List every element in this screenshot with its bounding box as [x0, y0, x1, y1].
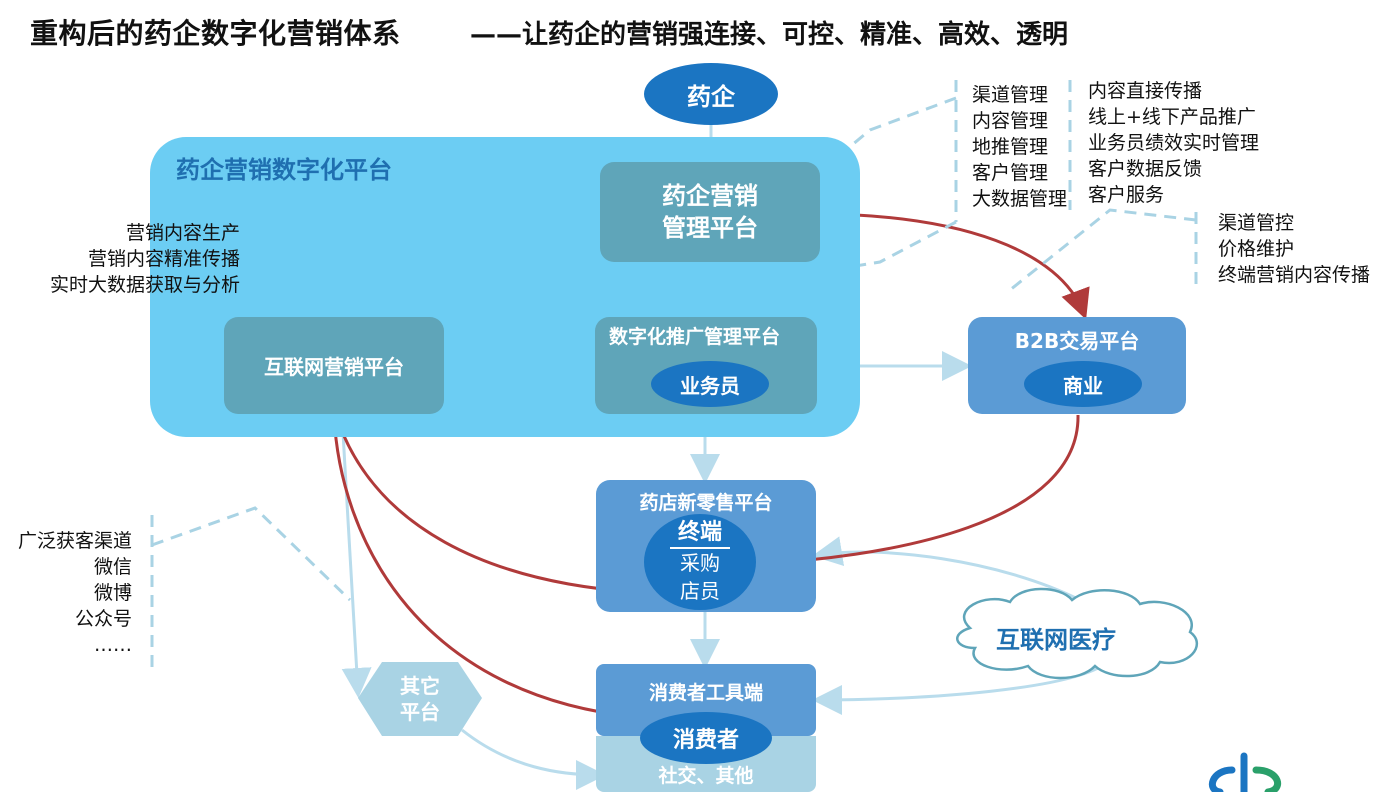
management-function-list: 内容直接传播 线上+线下产品推广 业务员绩效实时管理 客户数据反馈 客户服务: [1088, 78, 1259, 208]
channel-note-item: 广泛获客渠道: [17, 530, 132, 552]
channel-notes-list: 广泛获客渠道 微信 微博 公众号 ……: [0, 528, 132, 658]
edge-internet-consumer: [332, 414, 653, 732]
node-pharma-label: 药企: [687, 82, 735, 111]
node-digital-promo-label: 数字化推广管理平台: [609, 326, 781, 348]
management-item: 客户管理: [972, 162, 1049, 184]
channel-note-item: ……: [94, 634, 132, 656]
management-function-item: 内容直接传播: [1088, 80, 1203, 102]
node-internet-medical[interactable]: 互联网医疗: [996, 620, 1116, 655]
node-other-label-1: 其它: [400, 674, 440, 698]
node-social-label: 社交、其他: [658, 764, 754, 787]
edge-medical-consumer: [812, 658, 1112, 715]
management-list: 渠道管理 内容管理 地推管理 客户管理 大数据管理: [972, 82, 1067, 212]
b2b-notes-list: 渠道管控 价格维护 终端营销内容传播: [1218, 210, 1370, 288]
node-terminal-label: 终端: [669, 519, 730, 549]
management-function-item: 线上+线下产品推广: [1088, 106, 1256, 128]
node-digital-promo[interactable]: 数字化推广管理平台 业务员: [595, 317, 817, 414]
node-clerk-label: 店员: [680, 579, 720, 603]
node-b2b-platform[interactable]: B2B交易平台 商业: [968, 317, 1186, 414]
b2b-note-item: 价格维护: [1218, 238, 1295, 260]
node-salesperson-label: 业务员: [680, 373, 740, 398]
b2b-note-item: 渠道管控: [1218, 212, 1295, 234]
node-consumer-tool-label: 消费者工具端: [648, 682, 763, 704]
management-item: 内容管理: [972, 110, 1049, 132]
channel-note-item: 公众号: [74, 608, 132, 630]
management-function-item: 客户服务: [1088, 184, 1165, 206]
node-mgmt-label-1: 药企营销: [662, 182, 758, 210]
edge-other-consumer: [461, 728, 606, 790]
node-marketing-mgmt-platform[interactable]: 药企营销 管理平台: [600, 162, 820, 262]
edge-internet-other: [340, 414, 372, 698]
callout-mgmt-bottom: [719, 220, 957, 290]
node-pharmacy-retail[interactable]: 药店新零售平台 终端 采购 店员: [596, 480, 816, 612]
marketing-note-item: 营销内容生产: [125, 222, 240, 244]
node-internet-marketing-label: 互联网营销平台: [264, 355, 404, 379]
channel-note-item: 微博: [93, 582, 132, 604]
b2b-note-item: 终端营销内容传播: [1218, 264, 1371, 286]
node-pharma[interactable]: 药企: [644, 63, 778, 125]
marketing-note-item: 实时大数据获取与分析: [49, 274, 240, 296]
node-mgmt-label-2: 管理平台: [662, 214, 758, 242]
node-social[interactable]: 社交、其他: [596, 736, 816, 792]
page-subtitle: ——让药企的营销强连接、可控、精准、高效、透明: [470, 20, 1069, 50]
edge-mgmt-b2b: [819, 212, 1090, 320]
node-pharmacy-retail-label: 药店新零售平台: [639, 492, 773, 514]
node-consumer[interactable]: 消费者: [640, 712, 772, 764]
marketing-notes-list: 营销内容生产 营销内容精准传播 实时大数据获取与分析: [12, 220, 240, 298]
marketing-note-item: 营销内容精准传播: [87, 248, 240, 270]
node-internet-medical-label: 互联网医疗: [996, 626, 1116, 654]
management-item: 地推管理: [972, 136, 1049, 158]
node-other-label-2: 平台: [400, 700, 440, 724]
page-title: 重构后的药企数字化营销体系: [30, 17, 401, 50]
node-terminal[interactable]: 终端 采购 店员: [644, 514, 756, 610]
management-function-item: 业务员绩效实时管理: [1088, 132, 1260, 154]
edge-medical-pharmacy: [812, 536, 1081, 602]
node-purchase-label: 采购: [680, 551, 720, 575]
node-consumer-label: 消费者: [672, 728, 739, 753]
node-b2b-label: B2B交易平台: [1014, 329, 1140, 353]
management-item: 渠道管理: [972, 84, 1049, 106]
channel-note-item: 微信: [93, 556, 132, 578]
node-other-platform[interactable]: 其它 平台: [370, 668, 470, 730]
marketing-digital-platform-label: 药企营销数字化平台: [176, 156, 392, 184]
management-function-item: 客户数据反馈: [1088, 158, 1203, 180]
node-commerce-label: 商业: [1063, 373, 1103, 398]
management-item: 大数据管理: [972, 188, 1068, 210]
callout-mgmt-top: [821, 96, 957, 172]
node-salesperson[interactable]: 业务员: [651, 361, 769, 407]
callout-channel: [151, 506, 352, 602]
callout-b2b: [1009, 208, 1197, 292]
node-commerce[interactable]: 商业: [1024, 361, 1142, 407]
node-internet-marketing[interactable]: 互联网营销平台: [224, 317, 444, 414]
